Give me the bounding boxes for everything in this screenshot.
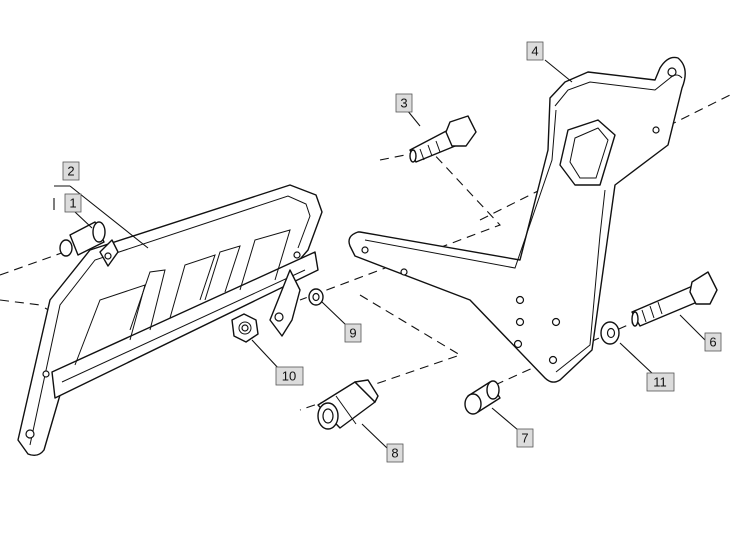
bracket-plate-part bbox=[348, 56, 686, 383]
callout-2: 2 bbox=[62, 161, 80, 181]
callout-6: 6 bbox=[704, 332, 722, 352]
callout-11-text: 11 bbox=[653, 375, 667, 390]
callout-3-text: 3 bbox=[400, 96, 407, 111]
washer-part bbox=[600, 321, 620, 345]
leader-lines bbox=[53, 59, 706, 449]
callout-4: 4 bbox=[526, 41, 544, 61]
frame-guard-part bbox=[17, 184, 323, 457]
callout-6-text: 6 bbox=[709, 335, 716, 350]
callout-10: 10 bbox=[275, 366, 304, 386]
callout-4-text: 4 bbox=[531, 44, 538, 59]
small-washer-part bbox=[308, 288, 324, 306]
callout-9: 9 bbox=[344, 323, 362, 343]
callout-8: 8 bbox=[386, 443, 404, 463]
callout-2-text: 2 bbox=[67, 164, 74, 179]
callout-7: 7 bbox=[516, 428, 534, 448]
callout-3: 3 bbox=[395, 93, 413, 113]
callout-8-text: 8 bbox=[391, 446, 398, 461]
callout-1-text: 1 bbox=[69, 196, 76, 211]
bolt-lower-part bbox=[631, 271, 718, 327]
callout-9-text: 9 bbox=[349, 326, 356, 341]
callout-7-text: 7 bbox=[521, 431, 528, 446]
hex-spacer-part bbox=[317, 379, 379, 430]
callout-11: 11 bbox=[646, 372, 675, 392]
bolt-upper-part bbox=[409, 115, 477, 163]
callout-10-text: 10 bbox=[282, 369, 296, 384]
round-spacer-part bbox=[464, 380, 501, 415]
nut-part bbox=[231, 313, 259, 343]
pin-part bbox=[59, 221, 106, 257]
callout-1: 1 bbox=[64, 193, 82, 213]
